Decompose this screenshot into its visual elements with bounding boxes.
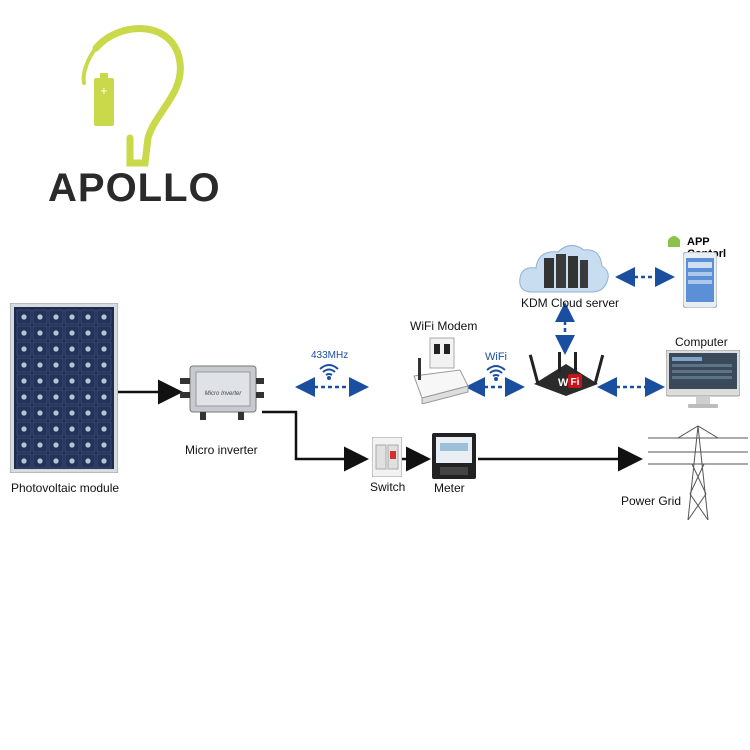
solar-cell-dot — [69, 394, 75, 400]
logo: + — [60, 18, 200, 168]
solar-cell-dot — [69, 330, 75, 336]
solar-cell-dot — [69, 410, 75, 416]
solar-cell-dot — [69, 442, 75, 448]
solar-cell-dot — [53, 442, 59, 448]
modem-label: WiFi Modem — [410, 319, 478, 333]
switch-label: Switch — [370, 480, 406, 494]
solar-cell-dot — [21, 330, 27, 336]
solar-cell-dot — [21, 442, 27, 448]
solar-cell-dot — [37, 362, 43, 368]
solar-cell-dot — [101, 410, 107, 416]
solar-cell-dot — [21, 458, 27, 464]
solar-cell-dot — [101, 442, 107, 448]
solar-cell-dot — [37, 458, 43, 464]
router-badge-text: Fi — [571, 377, 580, 388]
solar-cell-dot — [53, 314, 59, 320]
solar-cell-dot — [69, 362, 75, 368]
solar-cell-dot — [37, 378, 43, 384]
brand-name: APOLLO — [48, 166, 221, 210]
lightbulb-logo-icon: + — [81, 25, 184, 167]
solar-cell-dot — [69, 314, 75, 320]
solar-cell-dot — [21, 314, 27, 320]
solar-cell-dot — [21, 410, 27, 416]
solar-cell-dot — [85, 394, 91, 400]
solar-cell-dot — [53, 362, 59, 368]
energy-meter-icon — [432, 433, 476, 479]
solar-cell-dot — [37, 442, 43, 448]
solar-cell-dot — [53, 394, 59, 400]
solar-cell-dot — [53, 378, 59, 384]
wireless-signal-icon — [319, 364, 339, 380]
router-w-text: W — [558, 377, 569, 389]
solar-cell-dot — [53, 346, 59, 352]
micro-inverter-icon: Micro Inverter — [180, 365, 264, 420]
power-tower-icon — [648, 425, 748, 520]
solar-cell-dot — [101, 394, 107, 400]
solar-cell-dot — [101, 458, 107, 464]
solar-cell-dot — [69, 378, 75, 384]
solar-cell-dot — [85, 378, 91, 384]
solar-cell-dot — [53, 410, 59, 416]
solar-cell-dot — [69, 346, 75, 352]
solar-cell-dot — [85, 330, 91, 336]
meter-label: Meter — [434, 481, 465, 495]
battery-icon — [94, 78, 114, 126]
solar-cell-dot — [21, 426, 27, 432]
solar-cell-dot — [37, 330, 43, 336]
pv-label: Photovoltaic module — [11, 481, 120, 495]
circuit-breaker-icon — [372, 437, 402, 477]
solar-cell-dot — [101, 346, 107, 352]
freq-label: 433MHz — [311, 350, 349, 361]
computer-label: Computer — [675, 335, 728, 349]
solar-cell-dot — [53, 458, 59, 464]
solar-cell-dot — [21, 346, 27, 352]
solar-cell-dot — [37, 394, 43, 400]
wifi-signal-icon — [486, 365, 506, 381]
inverter-to-switch-line — [262, 410, 369, 472]
android-icon — [668, 236, 680, 247]
solar-panel-icon — [10, 303, 118, 473]
solar-cell-dot — [85, 442, 91, 448]
solar-cell-dot — [37, 346, 43, 352]
inverter-plate-text: Micro Inverter — [205, 391, 243, 397]
solar-cell-dot — [101, 426, 107, 432]
inverter-label: Micro inverter — [185, 443, 258, 457]
solar-cell-dot — [101, 314, 107, 320]
wifi-router-icon: W Fi — [528, 352, 604, 396]
grid-label: Power Grid — [621, 494, 682, 508]
solar-cell-dot — [69, 426, 75, 432]
solar-cell-dot — [53, 330, 59, 336]
solar-cell-dot — [85, 458, 91, 464]
solar-cell-dot — [37, 426, 43, 432]
computer-icon — [666, 350, 740, 408]
solar-cell-dot — [85, 426, 91, 432]
solar-cell-dot — [85, 346, 91, 352]
solar-cell-dot — [101, 378, 107, 384]
svg-text:+: + — [100, 86, 108, 97]
wifi-label: WiFi — [485, 351, 507, 363]
solar-cell-dot — [101, 330, 107, 336]
smartphone-icon — [683, 252, 717, 308]
solar-cell-dot — [37, 410, 43, 416]
wifi-modem-icon — [413, 337, 469, 404]
solar-cell-dot — [21, 362, 27, 368]
solar-cell-dot — [21, 378, 27, 384]
solar-cell-dot — [21, 394, 27, 400]
solar-cell-dot — [69, 458, 75, 464]
solar-cell-dot — [85, 362, 91, 368]
solar-cell-dot — [53, 426, 59, 432]
solar-cell-dot — [37, 314, 43, 320]
cloud-server-icon — [519, 245, 609, 293]
solar-cell-dot — [101, 362, 107, 368]
cloud-label: KDM Cloud server — [521, 296, 620, 310]
solar-cell-dot — [85, 314, 91, 320]
solar-cell-dot — [85, 410, 91, 416]
